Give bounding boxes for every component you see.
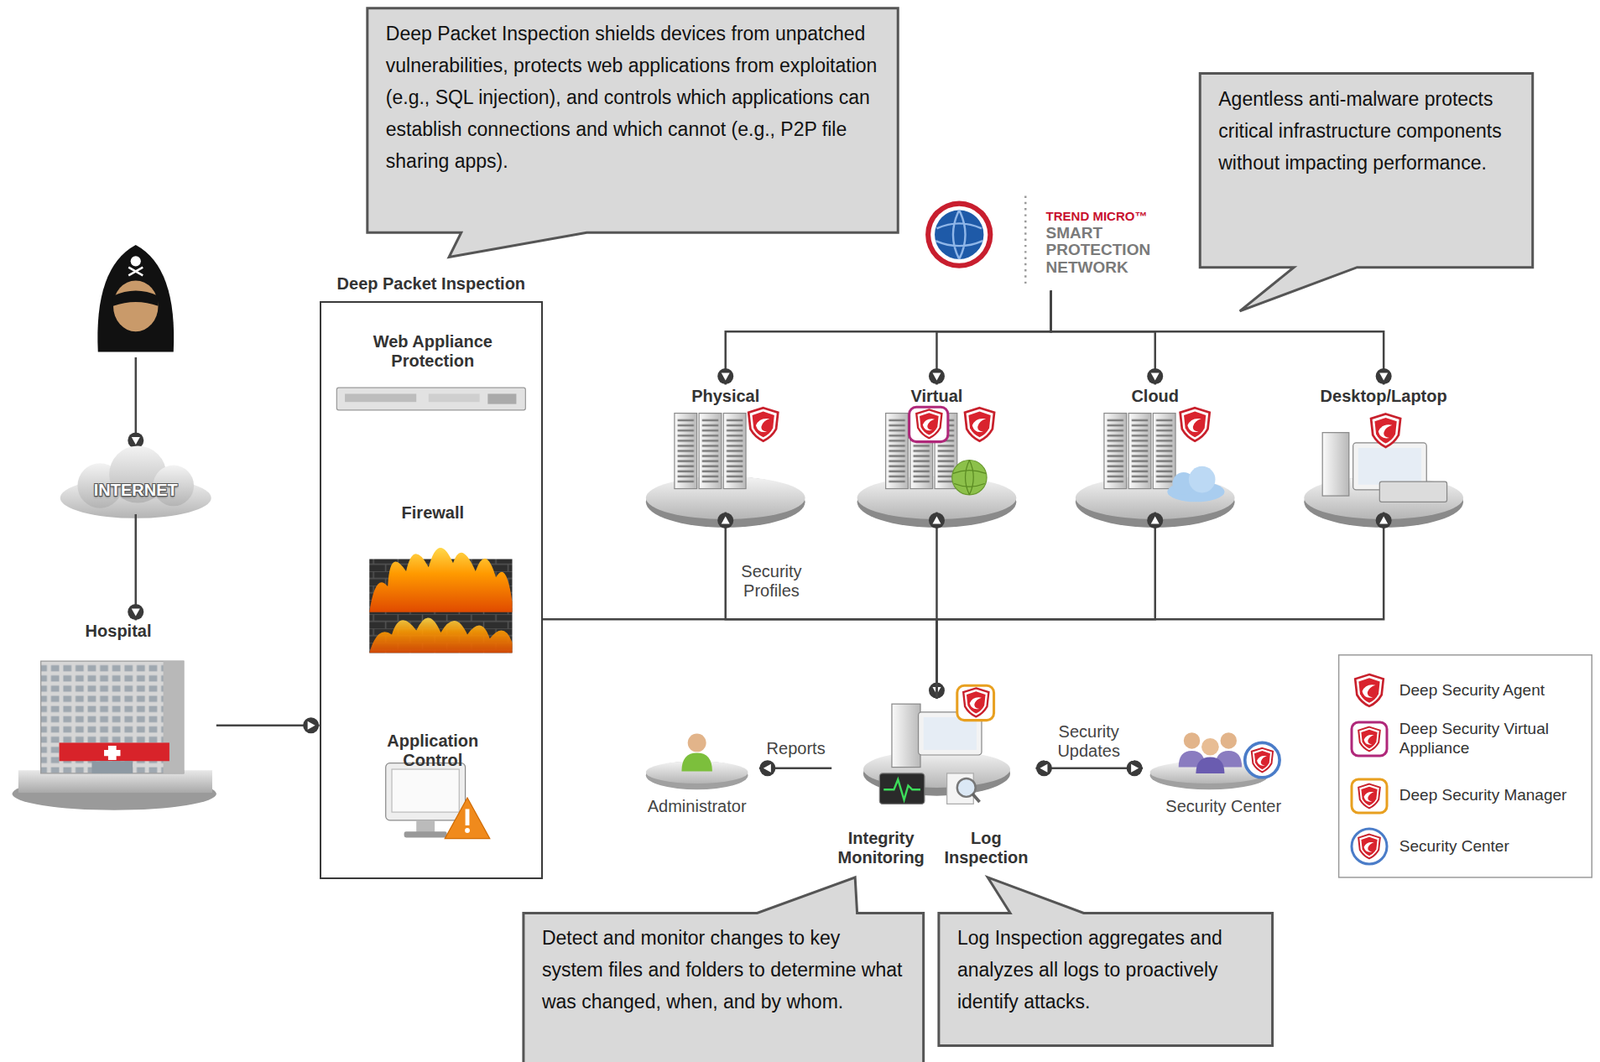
connector <box>1035 767 1143 771</box>
administrator-icon <box>646 733 749 790</box>
firewall-icon <box>369 547 512 653</box>
node-text: Log Inspection aggregates and analyzes a… <box>957 922 1255 1018</box>
protection-network: TREND MICRO™SMART PROTECTION NETWORK <box>918 193 1174 292</box>
legend-text: Deep Security Agent <box>1399 681 1579 701</box>
legend-entry: Deep Security Virtual Appliance <box>1349 719 1579 760</box>
node-text: Agentless anti-malware protects critical… <box>1218 83 1514 179</box>
node-text: Deep Packet Inspection <box>287 274 575 294</box>
internet-cloud: INTERNET <box>69 467 203 515</box>
connector <box>936 291 1051 386</box>
connector <box>542 619 937 699</box>
node-text: TREND MICRO™ <box>1046 208 1148 224</box>
node-text: Detect and monitor changes to key system… <box>542 922 906 1018</box>
virtual-servers <box>857 406 1017 528</box>
inspection-box: Deep Packet InspectionWeb Appliance Prot… <box>319 301 543 881</box>
connector <box>936 512 1384 700</box>
hospital-node: Hospital <box>20 620 217 809</box>
edge-label: Security Updates <box>1044 722 1134 761</box>
connector <box>759 767 832 771</box>
node-text: Log Inspection <box>936 828 1036 868</box>
node-text: Deep Packet Inspection shields devices f… <box>385 17 880 178</box>
legend-icon <box>1349 719 1390 760</box>
edge-label: Reports <box>751 739 841 759</box>
node-text: SMART PROTECTION NETWORK <box>1046 224 1160 277</box>
node-text: Firewall <box>401 503 464 523</box>
legend-text: Deep Security Manager <box>1399 786 1579 806</box>
legend-entry: Deep Security Manager <box>1349 776 1579 817</box>
appliance-node: Web Appliance Protection <box>330 330 536 421</box>
legend-entry: Deep Security Agent <box>1349 670 1579 711</box>
connector <box>135 514 138 621</box>
node-text: Application Control <box>354 731 511 771</box>
node-text: Desktop/Laptop <box>1320 386 1448 407</box>
callout-box: Agentless anti-malware protects critical… <box>1199 73 1533 268</box>
callout-shape <box>1199 73 1533 312</box>
platform-node: Virtual <box>859 385 1013 513</box>
legend-box <box>1339 655 1593 878</box>
callout-shape <box>367 8 898 258</box>
callout-shape <box>523 877 924 1062</box>
manager-console <box>863 685 1011 804</box>
app-control-node: Application Control <box>330 729 536 858</box>
legend-entry: Security Center <box>1349 826 1579 867</box>
node-text: Virtual <box>911 386 964 407</box>
connector <box>216 724 320 727</box>
hospital-building <box>12 661 217 811</box>
connector <box>1051 291 1156 386</box>
platform-node: Physical <box>649 385 803 513</box>
node-text: Web Appliance Protection <box>354 332 511 371</box>
connector <box>1051 291 1384 386</box>
legend-icon <box>1349 776 1390 817</box>
cloud-servers <box>1075 407 1236 528</box>
legend-text: Deep Security Virtual Appliance <box>1399 719 1579 759</box>
callout-box: Log Inspection aggregates and analyzes a… <box>938 912 1273 1046</box>
security-center-icon <box>1150 732 1280 790</box>
internet-cloud <box>60 445 212 518</box>
physical-servers <box>646 407 806 528</box>
smart-protection-logo <box>925 196 1026 285</box>
hacker-icon <box>97 244 174 353</box>
legend-icon <box>1349 670 1390 711</box>
node-text: Administrator <box>647 797 747 817</box>
node-text: INTERNET <box>93 480 178 501</box>
connector <box>725 512 938 700</box>
connector <box>936 512 1155 700</box>
node-text: Cloud <box>1130 386 1179 407</box>
web-appliance <box>336 387 526 411</box>
node-text: Physical <box>691 386 760 407</box>
callout-shape <box>938 877 1273 1047</box>
application-monitor <box>385 763 490 840</box>
firewall-node: Firewall <box>338 501 527 661</box>
manager-node: Integrity MonitoringLog Inspection <box>831 698 1036 868</box>
legend: Deep Security AgentDeep Security Virtual… <box>1339 655 1593 878</box>
callout-box: Detect and monitor changes to key system… <box>523 912 924 1062</box>
platform-node: Desktop/Laptop <box>1292 385 1476 513</box>
connector <box>725 291 1052 386</box>
desktop-laptop <box>1303 414 1464 528</box>
security-center-node: Security Center <box>1142 726 1304 819</box>
platform-node: Cloud <box>1078 385 1232 513</box>
callout-box: Deep Packet Inspection shields devices f… <box>367 8 898 234</box>
edge-label: Security Profiles <box>726 562 816 601</box>
legend-icon <box>1349 826 1390 867</box>
node-text: Hospital <box>85 621 152 642</box>
attack-line <box>135 357 138 449</box>
legend-text: Security Center <box>1399 837 1579 857</box>
node-text: Integrity Monitoring <box>831 828 931 868</box>
node-text: Security Center <box>1165 797 1282 817</box>
admin-node: Administrator <box>634 726 759 819</box>
